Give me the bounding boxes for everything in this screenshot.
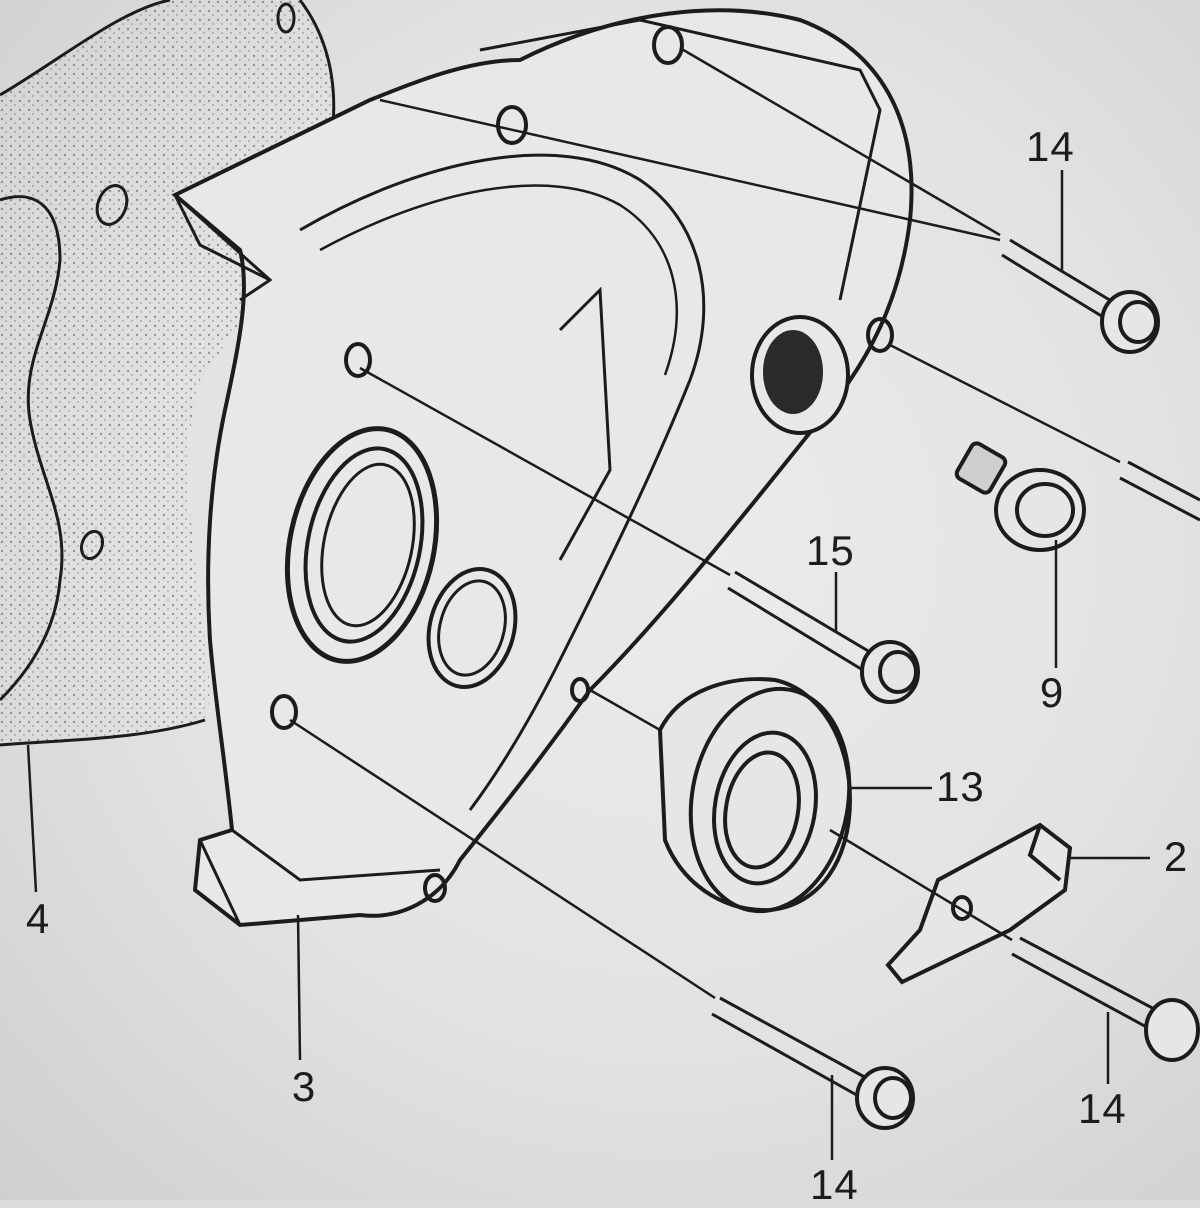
callout-bolt-14-upper: 14 bbox=[1026, 123, 1075, 170]
callout-flange-bolt-9: 9 bbox=[1039, 669, 1065, 716]
callout-bracket-2: 2 bbox=[1163, 833, 1189, 880]
callout-cover-3: 3 bbox=[291, 1063, 317, 1110]
callout-bolt-15: 15 bbox=[806, 527, 855, 574]
callout-gasket-4: 4 bbox=[25, 895, 51, 942]
oil-seal-part bbox=[657, 677, 853, 914]
bolt-set bbox=[711, 238, 1200, 1130]
cover-part bbox=[171, 8, 914, 928]
callout-bolt-14-lower-right: 14 bbox=[1078, 1085, 1127, 1132]
callout-bolt-14-bottom: 14 bbox=[810, 1161, 859, 1208]
flange-bolt-part bbox=[954, 441, 1086, 552]
alignment-lines bbox=[289, 46, 1121, 1000]
leader-lines bbox=[26, 170, 1150, 1160]
bracket-part bbox=[885, 822, 1073, 985]
callout-oil-seal-13: 13 bbox=[936, 763, 985, 810]
